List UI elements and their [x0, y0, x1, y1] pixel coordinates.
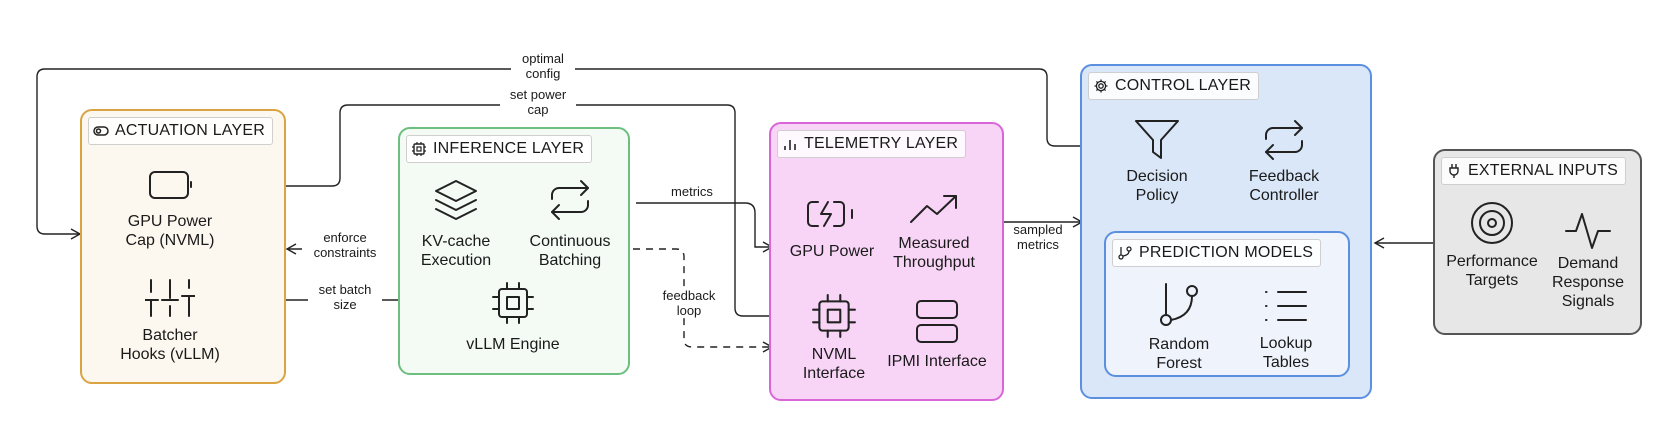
telemetry-layer: TELEMETRY LAYER	[769, 122, 1004, 401]
prediction-models-group: PREDICTION MODELS	[1104, 231, 1350, 377]
node-nvml-interface: NVML Interface	[786, 293, 882, 383]
node-gpu-power: GPU Power	[780, 196, 884, 261]
inference-layer-title: INFERENCE LAYER	[433, 140, 585, 157]
node-continuous-batching: Continuous Batching	[511, 178, 629, 270]
control-layer-header: CONTROL LAYER	[1088, 72, 1259, 100]
telemetry-layer-title: TELEMETRY LAYER	[804, 135, 959, 152]
repeat-icon	[1265, 120, 1303, 160]
prediction-models-title: PREDICTION MODELS	[1139, 244, 1314, 261]
node-measured-throughput: Measured Throughput	[878, 192, 990, 272]
edge-metrics	[636, 202, 774, 253]
rectangle-icon	[149, 171, 192, 199]
node-label: KV-cache Execution	[420, 233, 492, 269]
filter-icon	[1135, 120, 1179, 159]
edge-label-enforce-constraints: enforce constraints	[302, 230, 388, 260]
node-decision-policy: Decision Policy	[1109, 118, 1205, 205]
sliders-icon	[145, 279, 195, 317]
node-label: Continuous Batching	[529, 233, 611, 269]
node-label: vLLM Engine	[466, 336, 560, 353]
external-inputs-layer: EXTERNAL INPUTS	[1433, 149, 1642, 335]
node-label: GPU Power	[789, 243, 875, 260]
node-lookup-tables: Lookup Tables	[1236, 286, 1336, 372]
inference-layer: INFERENCE LAYER	[398, 127, 630, 375]
git-branch-icon	[1160, 283, 1198, 326]
node-label: NVML Interface	[802, 346, 866, 382]
gear-icon	[1094, 79, 1108, 93]
control-layer: CONTROL LAYER PREDICTION MODELS	[1080, 64, 1372, 399]
repeat-icon	[551, 180, 589, 220]
actuation-layer-header: ACTUATION LAYER	[88, 117, 273, 145]
node-ipmi-interface: IPMI Interface	[874, 298, 1000, 371]
trending-up-icon	[910, 195, 957, 223]
server-icon	[916, 300, 958, 343]
node-batcher-hooks: Batcher Hooks (vLLM)	[104, 278, 236, 364]
list-icon	[1265, 291, 1307, 321]
cpu-icon	[492, 282, 534, 324]
actuation-layer-title: ACTUATION LAYER	[115, 122, 265, 139]
git-branch-icon	[1118, 246, 1132, 260]
node-random-forest: Random Forest	[1131, 282, 1227, 373]
node-gpu-power-cap: GPU Power Cap (NVML)	[108, 170, 232, 250]
node-label: GPU Power Cap (NVML)	[125, 213, 215, 249]
external-inputs-title: EXTERNAL INPUTS	[1468, 162, 1618, 179]
node-label: Random Forest	[1148, 336, 1210, 372]
edge-label-feedback-loop: feedback loop	[652, 288, 726, 318]
node-label: Performance Targets	[1446, 253, 1538, 289]
toggle-icon	[93, 126, 109, 136]
external-inputs-header: EXTERNAL INPUTS	[1441, 157, 1626, 185]
cpu-icon	[812, 294, 856, 338]
control-layer-title: CONTROL LAYER	[1115, 77, 1251, 94]
prediction-models-header: PREDICTION MODELS	[1112, 239, 1322, 267]
plug-icon	[1449, 164, 1459, 178]
target-icon	[1471, 202, 1513, 244]
inference-layer-header: INFERENCE LAYER	[406, 135, 593, 163]
node-feedback-controller: Feedback Controller	[1225, 118, 1343, 205]
telemetry-layer-header: TELEMETRY LAYER	[777, 130, 967, 158]
node-label: IPMI Interface	[887, 353, 987, 370]
node-label: Lookup Tables	[1259, 335, 1313, 371]
edge-label-metrics: metrics	[663, 184, 721, 199]
layers-icon	[435, 180, 477, 220]
node-label: Decision Policy	[1126, 168, 1188, 204]
bar-chart-icon	[784, 140, 796, 150]
edge-label-optimal-config: optimal config	[511, 51, 575, 81]
node-demand-response-signals: Demand Response Signals	[1540, 210, 1636, 311]
node-vllm-engine: vLLM Engine	[448, 281, 578, 354]
cpu-icon	[412, 142, 426, 156]
battery-charging-icon	[807, 201, 853, 227]
node-kv-cache-execution: KV-cache Execution	[402, 178, 510, 270]
edge-label-set-batch-size: set batch size	[308, 282, 382, 312]
node-label: Measured Throughput	[893, 235, 975, 271]
node-label: Batcher Hooks (vLLM)	[120, 327, 220, 363]
edge-label-set-power-cap: set power cap	[500, 87, 576, 117]
node-label: Feedback Controller	[1248, 168, 1320, 204]
activity-icon	[1565, 213, 1611, 249]
node-label: Demand Response Signals	[1551, 255, 1625, 310]
edge-label-sampled-metrics: sampled metrics	[1013, 222, 1063, 252]
actuation-layer: ACTUATION LAYER	[80, 109, 286, 384]
node-performance-targets: Performance Targets	[1438, 200, 1546, 290]
